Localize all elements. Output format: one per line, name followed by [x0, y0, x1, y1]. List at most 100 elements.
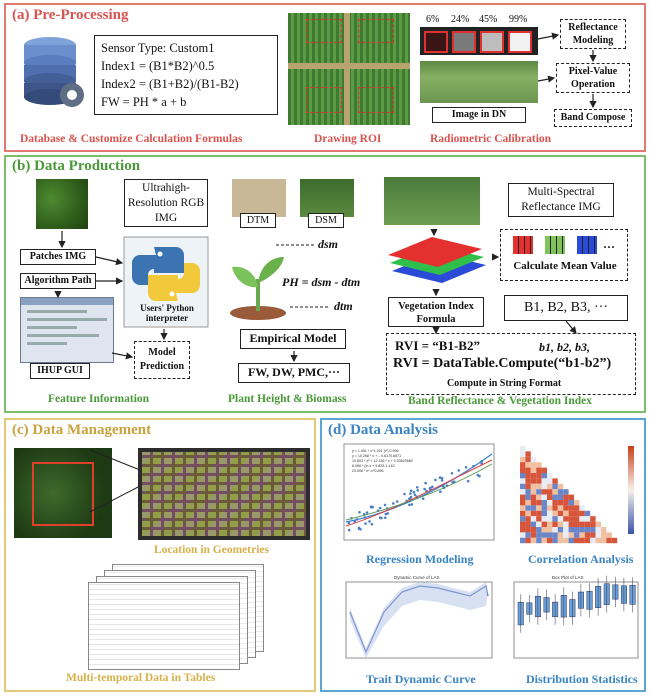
heatmap-cell: [568, 527, 574, 533]
caption-a3: Radiometric Calibration: [430, 133, 552, 145]
heatmap-cell: [563, 494, 569, 500]
reg-legend-1: y = 1.451 * x^1.021 (r²) 0.996: [352, 449, 399, 453]
heatmap-cell: [584, 516, 591, 522]
heatmap-cell: [541, 473, 547, 479]
python-label: Users' Python interpreter: [140, 303, 194, 323]
heatmap-cell: [547, 521, 553, 527]
heatmap-cell: [595, 532, 601, 538]
heatmap-cell: [563, 516, 569, 522]
heatmap-cell: [547, 532, 553, 538]
heatmap-cell: [557, 527, 564, 533]
bands-box: B1, B2, B3, ···: [504, 295, 628, 321]
heatmap-cell: [547, 500, 553, 506]
reg-legend-3: 10.803 * x² + 12.336 * x + 0.53620680: [352, 459, 413, 463]
heatmap-cell: [530, 516, 537, 522]
heatmap-cell: [574, 510, 580, 517]
heatmap-cell: [530, 467, 537, 473]
caption-b3: Band Reflectance & Vegetation Index: [408, 395, 592, 407]
heatmap-cell: [541, 505, 547, 511]
regression-point: [392, 502, 395, 505]
heatmap-cell: [601, 532, 607, 538]
heatmap-cell: [536, 537, 542, 544]
caption-d2: Correlation Analysis: [528, 552, 634, 566]
heatmap-cell: [547, 494, 553, 500]
formula-line: Index2 = (B1+B2)/(B1-B2): [101, 77, 239, 91]
heatmap-cell: [574, 500, 580, 506]
heatmap-cell: [552, 494, 558, 500]
heatmap-cell: [552, 483, 558, 490]
heatmap-cell: [547, 473, 553, 479]
regression-point: [416, 489, 420, 492]
heatmap-cell: [520, 494, 526, 500]
heatmap-cell: [525, 478, 531, 484]
heatmap-cell: [552, 537, 558, 544]
heatmap-cell: [601, 537, 607, 544]
regression-point: [466, 479, 470, 483]
rvi-box: RVI = “B1-B2” b1, b2, b3, RVI = DataTabl…: [386, 333, 636, 395]
heatmap-cell: [557, 516, 564, 522]
regression-point: [424, 481, 427, 485]
heatmap-cells: [520, 446, 618, 544]
regression-point: [440, 476, 444, 480]
formula-box: Sensor Type: Custom1 Index1 = (B1*B2)^0.…: [94, 35, 278, 115]
caption-a1: Database & Customize Calculation Formula…: [20, 133, 243, 145]
heatmap-cell: [536, 505, 542, 511]
heatmap-cell: [552, 516, 558, 522]
regression-point: [386, 512, 390, 515]
heatmap-cell: [520, 505, 526, 511]
reflectance-label: 6%: [426, 14, 440, 25]
field-path: [288, 63, 410, 69]
heatmap-cell: [541, 489, 547, 495]
heatmap-cell: [552, 532, 558, 538]
mean-value-label: Calculate Mean Value: [513, 260, 617, 272]
caption-a2: Drawing ROI: [314, 133, 382, 145]
heatmap-cell: [557, 494, 564, 500]
python-logo-icon: [123, 236, 209, 328]
heatmap-cell: [541, 467, 547, 473]
regression-point: [378, 506, 382, 510]
field-path: [344, 13, 350, 125]
heatmap-cell: [536, 494, 542, 500]
dtm-image: [232, 179, 286, 217]
arrows-a: [537, 32, 597, 109]
heatmap-cell: [579, 505, 585, 511]
heatmap-cell: [530, 483, 537, 490]
heatmap-cell: [536, 516, 542, 522]
heatmap-cell: [574, 516, 580, 522]
heatmap-cell: [520, 473, 526, 479]
heatmap-cell: [590, 532, 596, 538]
heatmap-cell: [579, 510, 585, 517]
formula-line: FW = PH * a + b: [101, 95, 187, 109]
heatmap-cell: [536, 462, 542, 468]
heatmap-cell: [525, 489, 531, 495]
heatmap-cell: [541, 510, 547, 517]
reflectance-label: 99%: [509, 14, 528, 25]
heatmap-cell: [552, 527, 558, 533]
regression-point: [421, 497, 425, 500]
multispectral-label: Multi-Spectral Reflectance IMG: [508, 183, 614, 217]
regression-point: [364, 522, 367, 525]
mean-value-box: ··· Calculate Mean Value: [500, 229, 628, 281]
heatmap-cell: [520, 521, 526, 527]
panel-c-title: (c) Data Management: [12, 422, 152, 438]
regression-point: [395, 500, 399, 503]
heatmap-cell: [530, 510, 537, 517]
heatmap-cell: [525, 532, 531, 538]
heatmap-cell: [530, 527, 537, 533]
heatmap-cell: [557, 483, 564, 490]
heatmap-cell: [590, 521, 596, 527]
reflectance-panels-image: [420, 27, 538, 55]
heatmap-cell: [536, 527, 542, 533]
heatmap-cell: [584, 521, 591, 527]
regression-point: [409, 495, 413, 499]
regression-point: [438, 476, 442, 479]
dtm-label: DTM: [240, 213, 276, 228]
roi-field-image: [288, 13, 410, 125]
regression-point: [410, 503, 414, 506]
heatmap-cell: [530, 505, 537, 511]
roi-rect: [358, 19, 394, 43]
heatmap-cell: [530, 462, 537, 468]
heatmap-cell: [579, 521, 585, 527]
dsm-image: [300, 179, 354, 217]
heatmap-cell: [557, 532, 564, 538]
